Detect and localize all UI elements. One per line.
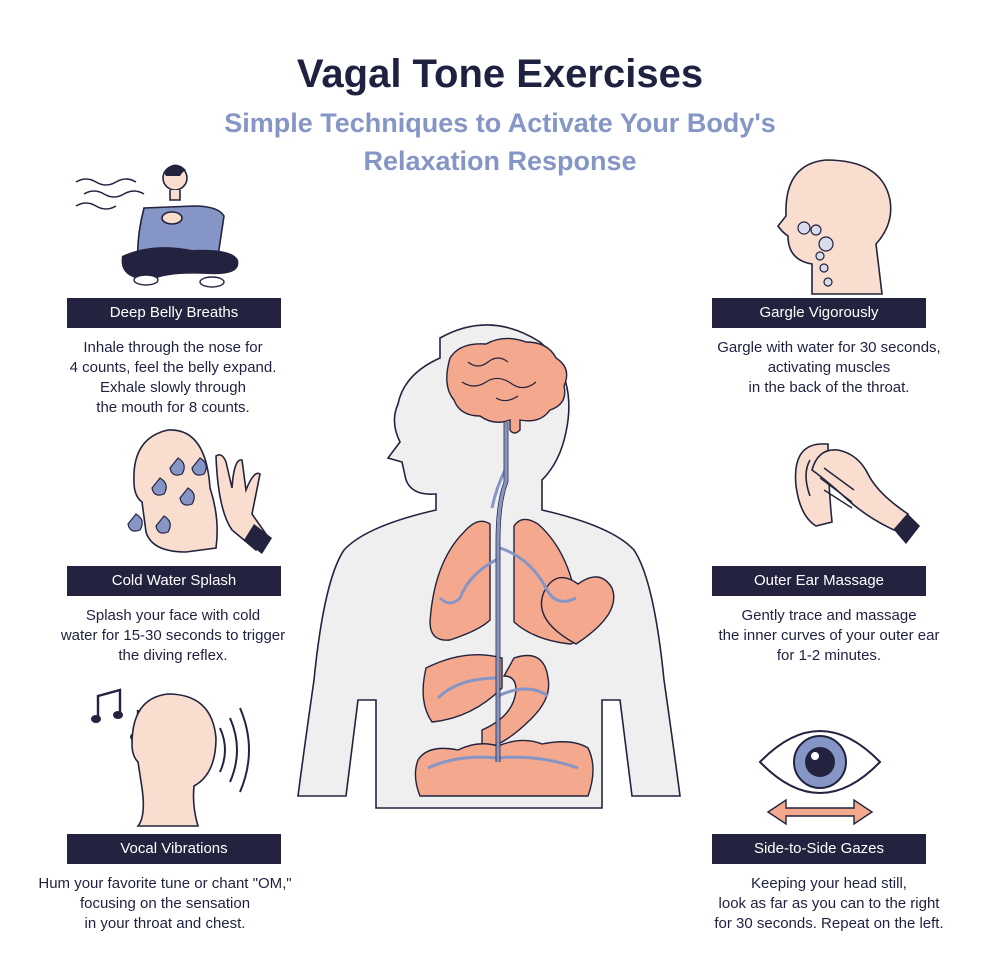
desc-cold-water-splash: Splash your face with cold water for 15-… [60, 607, 286, 664]
gargling-head-icon [777, 159, 892, 295]
desc-vocal-vibrations: Hum your favorite tune or chant "OM," fo… [38, 875, 292, 932]
vagus-nerve-body-diagram [297, 324, 681, 809]
desc-side-to-side-gazes: Keeping your head still, look as far as … [714, 875, 944, 932]
face-splash-icon [127, 429, 272, 554]
vagus-nerve-outline [495, 422, 509, 762]
label-gargle-vigorously: Gargle Vigorously [712, 298, 926, 328]
desc-gargle-vigorously: Gargle with water for 30 seconds, activa… [717, 339, 941, 396]
label-side-to-side-gazes: Side-to-Side Gazes [712, 834, 926, 864]
brain [446, 337, 568, 434]
page-subtitle: Simple Techniques to Activate Your Body'… [224, 108, 776, 176]
label-outer-ear-massage: Outer Ear Massage [712, 566, 926, 596]
page-title: Vagal Tone Exercises [296, 52, 704, 96]
desc-deep-belly-breaths: Inhale through the nose for 4 counts, fe… [69, 339, 277, 416]
eye-gaze-icon [758, 730, 882, 826]
heart [540, 576, 615, 645]
desc-outer-ear-massage: Gently trace and massage the inner curve… [718, 607, 940, 664]
label-vocal-vibrations: Vocal Vibrations [67, 834, 281, 864]
liver [422, 653, 503, 723]
left-lung [429, 520, 491, 641]
meditating-person-icon [75, 164, 239, 288]
vagus-nerve [427, 422, 579, 770]
humming-head-icon [91, 688, 250, 827]
intestines [414, 739, 594, 797]
ear-massage-icon [794, 443, 920, 544]
label-deep-belly-breaths: Deep Belly Breaths [67, 298, 281, 328]
label-cold-water-splash: Cold Water Splash [67, 566, 281, 596]
